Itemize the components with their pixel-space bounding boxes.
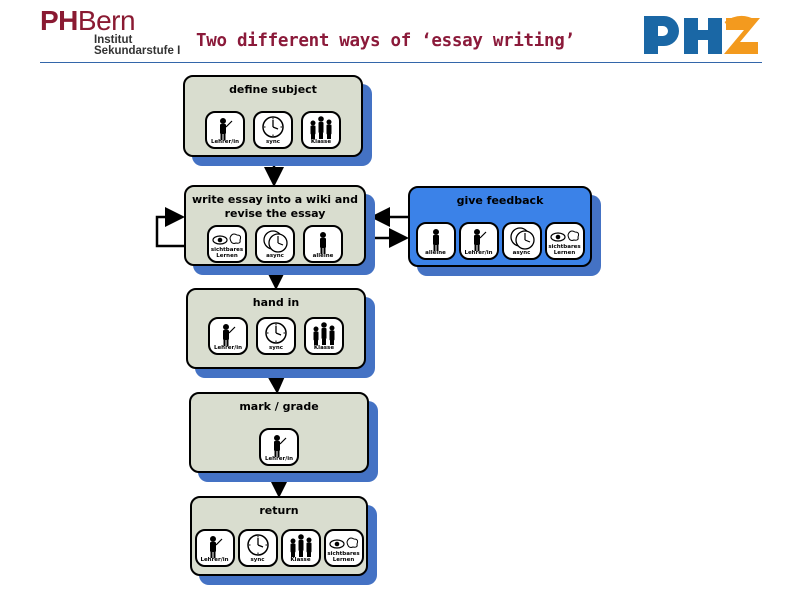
node-icon-row: Lehrer/in sync Klasse xyxy=(188,317,364,355)
icon-caption: alleine xyxy=(312,253,334,259)
icon-caption: Klasse xyxy=(313,345,335,351)
node-title: return xyxy=(259,504,299,517)
teacher-icon: Lehrer/in xyxy=(205,111,245,149)
visible-icon: sichtbares Lernen xyxy=(323,529,364,567)
clock-async-icon: async xyxy=(255,225,295,263)
node-icon-row: alleine Lehrer/in async sichtbares Lernen xyxy=(410,222,590,260)
slide-title: Two different ways of ‘essay writing’ xyxy=(196,31,575,51)
icon-caption: async xyxy=(512,250,531,256)
icon-caption: Klasse xyxy=(290,557,311,563)
class-icon: Klasse xyxy=(301,111,341,149)
alone-icon: alleine xyxy=(303,225,343,263)
teacher-icon: Lehrer/in xyxy=(208,317,248,355)
node-icon-row: Lehrer/in sync Klasse sichtbares Lernen xyxy=(192,529,366,567)
logo-bern: Bern xyxy=(77,5,136,36)
class-icon: Klasse xyxy=(280,529,321,567)
icon-caption: async xyxy=(266,253,284,259)
teacher-icon: Lehrer/in xyxy=(194,529,235,567)
icon-caption: sync xyxy=(250,557,265,563)
icon-caption: sichtbares Lernen xyxy=(327,551,360,563)
clock-icon: sync xyxy=(253,111,293,149)
icon-caption: Lehrer/in xyxy=(200,557,229,563)
node-icon-row: sichtbares Lernen async alleine xyxy=(186,225,364,263)
icon-caption: alleine xyxy=(425,250,446,256)
logo-ph: PH xyxy=(40,5,78,36)
logo-line-2: Sekundarstufe I xyxy=(94,45,181,57)
clock-async-icon: async xyxy=(501,222,542,260)
node-title: hand in xyxy=(252,296,300,309)
icon-caption: Lehrer/in xyxy=(464,250,493,256)
clock-icon: sync xyxy=(237,529,278,567)
icon-caption: Lehrer/in xyxy=(210,139,240,145)
node-handin: hand in Lehrer/in sync Klasse xyxy=(186,288,366,369)
icon-caption: sync xyxy=(265,139,281,145)
logo-line-1: Institut xyxy=(94,34,133,46)
teacher-icon: Lehrer/in xyxy=(259,428,299,466)
node-title: mark / grade xyxy=(239,400,319,413)
icon-caption: Lehrer/in xyxy=(213,345,243,351)
teacher-icon: Lehrer/in xyxy=(458,222,499,260)
icon-caption: Klasse xyxy=(310,139,332,145)
node-feedback: give feedback alleine Lehrer/in async sichtb… xyxy=(408,186,592,267)
node-icon-row: Lehrer/in sync Klasse xyxy=(185,111,361,149)
title-divider xyxy=(40,62,762,63)
node-title: write essay into a wiki and revise the e… xyxy=(191,193,359,220)
icon-caption: sichtbares Lernen xyxy=(210,247,244,259)
clock-icon: sync xyxy=(256,317,296,355)
icon-caption: Lehrer/in xyxy=(264,456,294,462)
icon-caption: sichtbares Lernen xyxy=(548,244,581,256)
node-icon-row: Lehrer/in xyxy=(191,428,367,466)
node-title: give feedback xyxy=(456,194,544,207)
arrow-revise-loop xyxy=(155,207,185,248)
node-write: write essay into a wiki and revise the e… xyxy=(184,185,366,266)
alone-icon: alleine xyxy=(415,222,456,260)
visible-icon: sichtbares Lernen xyxy=(544,222,585,260)
visible-icon: sichtbares Lernen xyxy=(207,225,247,263)
class-icon: Klasse xyxy=(304,317,344,355)
phbern-logo: PHBern Institut Sekundarstufe I xyxy=(40,7,180,57)
phz-logo-icon xyxy=(640,8,764,62)
node-title: define subject xyxy=(229,83,317,96)
icon-caption: sync xyxy=(268,345,284,351)
